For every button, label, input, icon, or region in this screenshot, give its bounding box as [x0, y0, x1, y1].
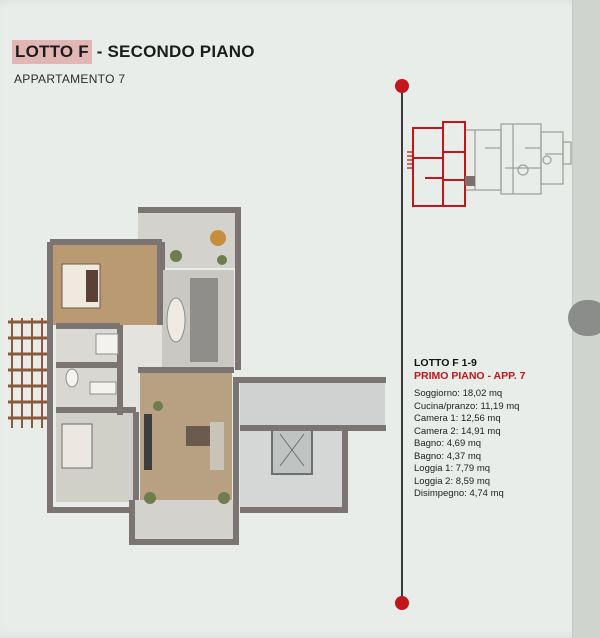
room-area-item: Camera 1: 12,56 mq: [414, 413, 501, 424]
title-highlight: LOTTO F: [12, 40, 92, 64]
pergola: [8, 318, 52, 428]
room-area-item: Bagno: 4,37 mq: [414, 450, 482, 462]
room-area-item: Loggia 2: 8,59 mq: [414, 475, 491, 487]
page-title: LOTTO F - SECONDO PIANO: [12, 38, 255, 66]
room-area-item: Camera 2: 14,91 mq: [414, 425, 501, 437]
lot-heading: LOTTO F 1-9: [414, 357, 477, 369]
divider-bottom-dot: [395, 596, 409, 610]
floor-apartment-heading: PRIMO PIANO - APP. 7: [414, 369, 526, 382]
room-area-item: Soggiorno: 18,02 mq: [414, 388, 503, 399]
vertical-divider: [401, 86, 403, 604]
floor-plan: [8, 207, 386, 545]
room-area-item: Disimpegno: 4,74 mq: [414, 488, 504, 499]
key-plan: [407, 121, 572, 207]
room-area-item: Loggia 1: 7,79 mq: [414, 463, 491, 474]
room-area-item: Cucina/pranzo: 11,19 mq: [414, 400, 520, 412]
loggia-1: [132, 500, 236, 542]
apartment-info: LOTTO F 1-9 PRIMO PIANO - APP. 7 Soggior…: [414, 357, 525, 501]
apartment-label: APPARTAMENTO 7: [14, 72, 126, 86]
page-tab: [568, 300, 600, 336]
title-rest: - SECONDO PIANO: [91, 42, 255, 61]
room-area-item: Bagno: 4,69 mq: [414, 438, 482, 449]
divider-top-dot: [395, 79, 409, 93]
